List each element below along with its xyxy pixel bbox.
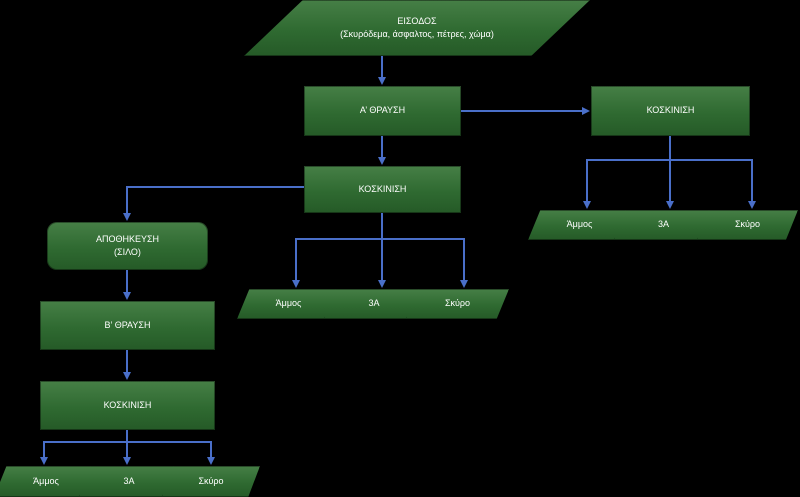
input-title: ΕΙΣΟΔΟΣ — [397, 15, 437, 26]
output-label: Άμμος — [275, 298, 302, 309]
output-right-sand: Άμμος — [528, 210, 631, 240]
output-middle-gravel: Σκύρο — [406, 289, 509, 319]
output-label: Σκύρο — [734, 219, 761, 230]
output-label: 3Α — [657, 219, 669, 230]
secondary-crushing-label: Β’ ΘΡΑΥΣΗ — [104, 319, 151, 330]
screening-node-middle: ΚΟΣΚΙΝΙΣΗ — [304, 166, 461, 213]
input-node: ΕΙΣΟΔΟΣ (Σκυρόδεμα, άσφαλτος, πέτρες, χώ… — [244, 0, 590, 56]
screening-right-label: ΚΟΣΚΙΝΙΣΗ — [646, 105, 695, 116]
output-label: Σκύρο — [444, 298, 471, 309]
secondary-crushing-node: Β’ ΘΡΑΥΣΗ — [40, 301, 215, 350]
output-label: Άμμος — [566, 219, 593, 230]
input-subtitle: (Σκυρόδεμα, άσφαλτος, πέτρες, χώμα) — [340, 29, 494, 39]
output-label: 3Α — [368, 298, 380, 309]
screening-node-right: ΚΟΣΚΙΝΙΣΗ — [591, 86, 750, 136]
output-label: Σκύρο — [198, 475, 224, 486]
screening-left-label: ΚΟΣΚΙΝΙΣΗ — [103, 399, 152, 410]
primary-crushing-node: Α’ ΘΡΑΥΣΗ — [304, 86, 461, 136]
screening-node-left: ΚΟΣΚΙΝΙΣΗ — [40, 381, 215, 430]
output-right-gravel: Σκύρο — [697, 210, 798, 240]
storage-title: ΑΠΟΘΗΚΕΥΣΗ — [95, 233, 160, 244]
output-left-gravel: Σκύρο — [162, 466, 260, 497]
screening-middle-label: ΚΟΣΚΙΝΙΣΗ — [358, 183, 407, 194]
primary-crushing-label: Α’ ΘΡΑΥΣΗ — [359, 105, 406, 116]
output-label: Άμμος — [33, 475, 59, 486]
output-middle-3a: 3Α — [324, 289, 424, 319]
output-left-3a: 3Α — [79, 466, 179, 497]
output-middle-sand: Άμμος — [237, 289, 340, 319]
storage-silo-node: ΑΠΟΘΗΚΕΥΣΗ (ΣΙΛΟ) — [47, 222, 208, 270]
storage-subtitle: (ΣΙΛΟ) — [114, 247, 141, 257]
output-label: 3Α — [123, 475, 135, 486]
output-right-3a: 3Α — [614, 210, 713, 240]
